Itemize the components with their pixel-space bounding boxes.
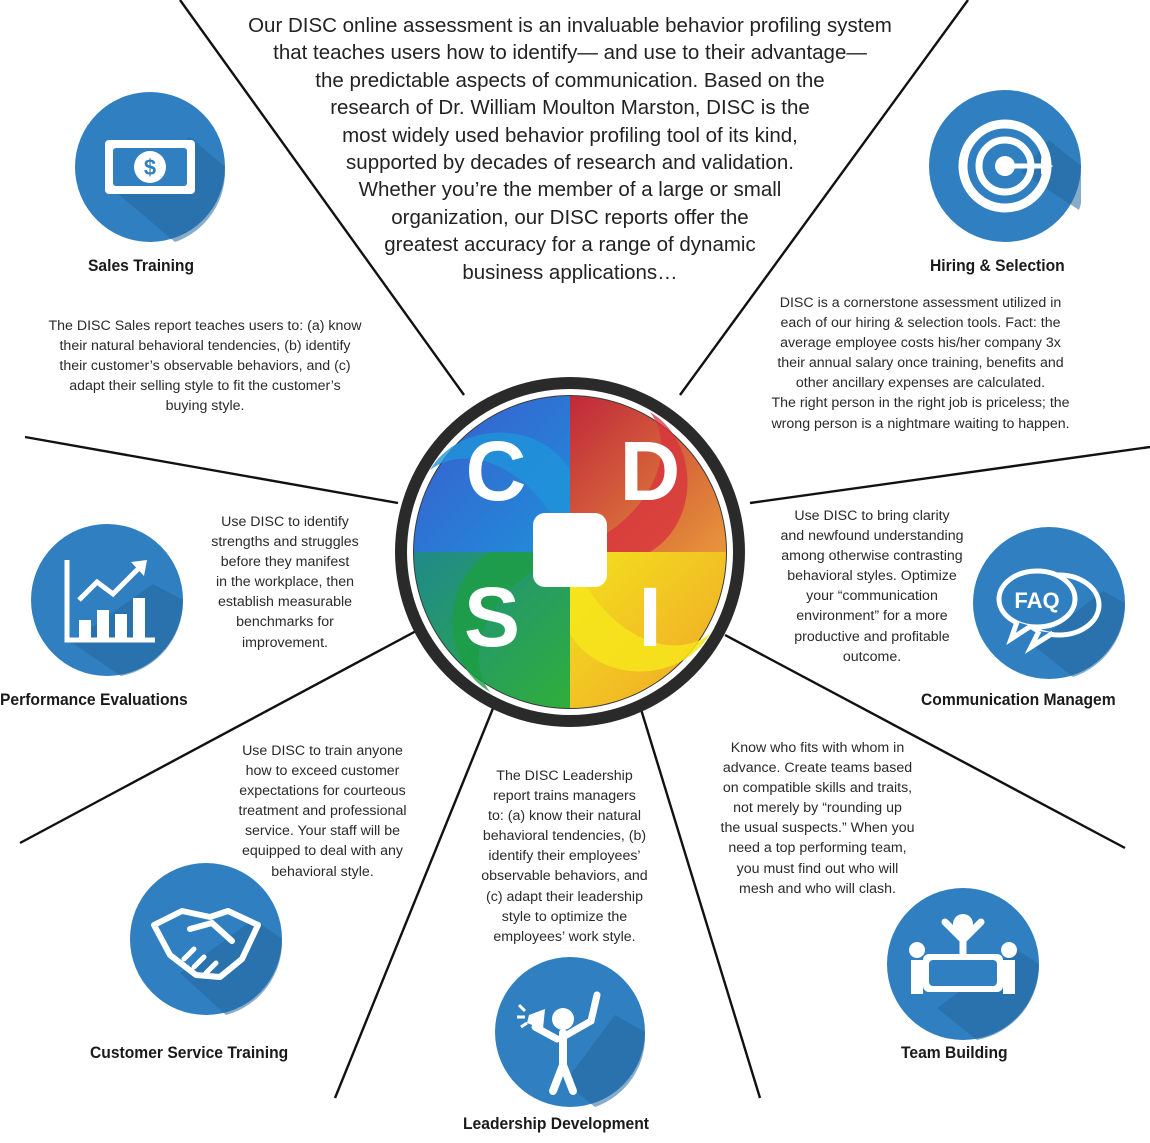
- dollar-bill-icon: $: [75, 92, 225, 242]
- quadrant-i: [570, 552, 726, 708]
- growth-chart-icon: [31, 524, 183, 676]
- performance-evaluations-label: Performance Evaluations: [0, 690, 188, 709]
- faq-text: FAQ: [1014, 588, 1059, 613]
- letter-d: D: [620, 424, 681, 518]
- team-meeting-icon: [887, 888, 1039, 1040]
- divider-lines: [19, 0, 1150, 1099]
- customer-service-training-label: Customer Service Training: [90, 1043, 289, 1062]
- disc-wheel: C D S I: [395, 377, 745, 727]
- quadrant-s: [414, 552, 570, 708]
- hiring-selection-text: DISC is a cornerstone assessment utilize…: [771, 295, 1070, 432]
- sales-training-label: Sales Training: [88, 256, 195, 275]
- communication-management-text: Use DISC to bring clarity and newfound u…: [780, 508, 964, 665]
- customer-service-training-text: Use DISC to train anyone how to exceed c…: [238, 743, 407, 880]
- letter-c: C: [466, 424, 527, 518]
- hiring-selection-label: Hiring & Selection: [930, 256, 1065, 275]
- letter-s: S: [464, 570, 520, 664]
- quadrant-d: [570, 396, 726, 552]
- quadrant-c: [414, 396, 570, 552]
- performance-evaluations-text: Use DISC to identify strengths and strug…: [211, 514, 359, 651]
- leadership-development-text: The DISC Leadership report trains manage…: [481, 768, 648, 945]
- leadership-development-label: Leadership Development: [463, 1114, 649, 1133]
- faq-bubbles-icon: FAQ: [973, 527, 1125, 679]
- intro-paragraph: Our DISC online assessment is an invalua…: [248, 14, 892, 284]
- communication-management-label: Communication Managem: [921, 690, 1116, 709]
- target-icon: [929, 90, 1081, 242]
- sales-training-text: The DISC Sales report teaches users to: …: [48, 318, 362, 415]
- handshake-icon: [130, 863, 282, 1015]
- svg-text:$: $: [144, 155, 156, 180]
- letter-i: I: [638, 570, 661, 664]
- team-building-label: Team Building: [901, 1043, 1008, 1062]
- team-building-text: Know who fits with whom in advance. Crea…: [720, 740, 915, 897]
- megaphone-leader-icon: [495, 957, 645, 1107]
